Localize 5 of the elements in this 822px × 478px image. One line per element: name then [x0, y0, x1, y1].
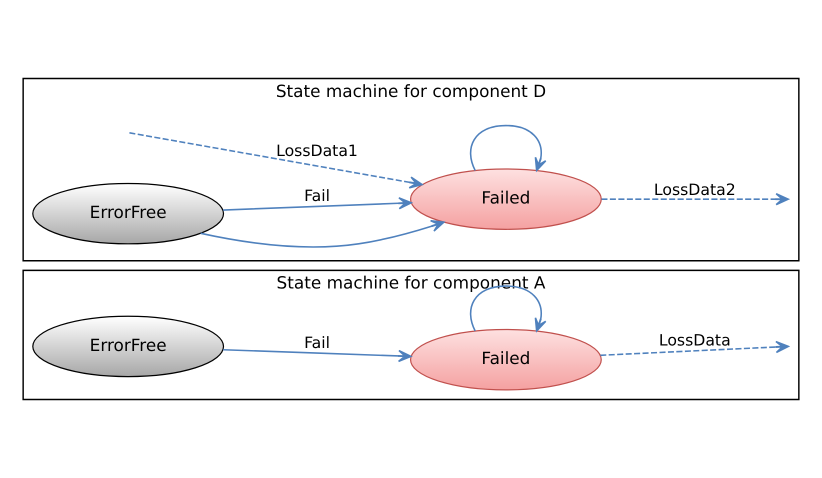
edge-label: LossData2: [654, 180, 736, 199]
edge-label: Fail: [304, 333, 330, 352]
edge-label: LossData: [658, 330, 731, 350]
edge-label: LossData1: [276, 141, 358, 160]
edge-label: Fail: [304, 186, 330, 205]
